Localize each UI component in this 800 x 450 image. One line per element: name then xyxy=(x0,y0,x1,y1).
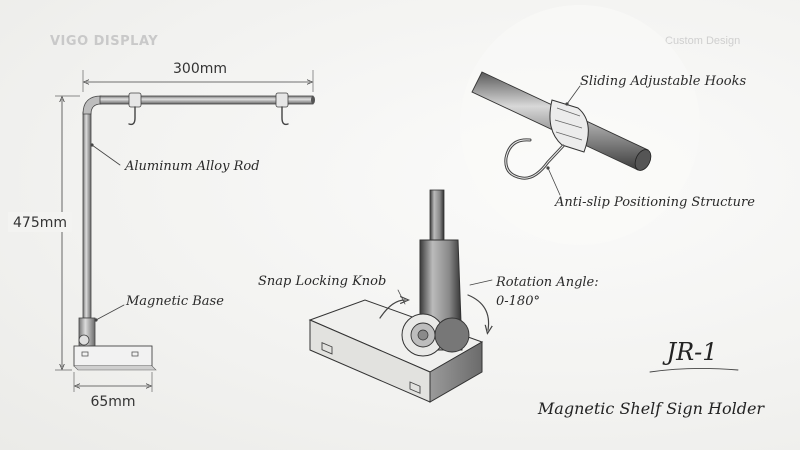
dimension-width: 300mm xyxy=(82,61,314,92)
callout-base: Magnetic Base xyxy=(94,294,224,322)
hinge xyxy=(434,317,470,353)
hooks-label: Sliding Adjustable Hooks xyxy=(580,74,746,89)
base-detail xyxy=(308,189,489,403)
rotation-value: 0-180° xyxy=(496,294,540,309)
width-label: 300mm xyxy=(173,61,227,77)
base-label: Magnetic Base xyxy=(125,294,224,309)
dimension-base: 65mm xyxy=(73,372,153,410)
callout-hooks: Sliding Adjustable Hooks xyxy=(565,74,746,106)
knob-small xyxy=(78,334,90,346)
rotation-arrow xyxy=(467,294,489,330)
knob-label: Snap Locking Knob xyxy=(258,274,386,289)
vertical-rod xyxy=(82,111,92,319)
rod-end-cap xyxy=(311,96,315,104)
hook-detail xyxy=(460,5,700,245)
model-underline xyxy=(649,367,739,373)
callout-knob: Snap Locking Knob xyxy=(258,274,406,305)
rotation-title: Rotation Angle: xyxy=(495,275,599,290)
rod-label: Aluminum Alloy Rod xyxy=(124,159,260,174)
tagline: Custom Design xyxy=(665,35,740,47)
dimension-height: 475mm xyxy=(8,95,80,371)
rod-detail xyxy=(429,189,445,249)
hook-right xyxy=(275,92,289,126)
height-label: 475mm xyxy=(13,215,67,231)
anti-slip-label: Anti-slip Positioning Structure xyxy=(554,195,755,210)
base-width-label: 65mm xyxy=(90,394,135,410)
callout-anti-slip: Anti-slip Positioning Structure xyxy=(546,166,755,210)
callout-rod: Aluminum Alloy Rod xyxy=(90,143,260,174)
rod-closeup-cap xyxy=(634,149,652,171)
sliding-clip xyxy=(549,99,589,153)
callout-rotation: Rotation Angle: 0-180° xyxy=(469,275,599,309)
hook-left xyxy=(128,92,142,126)
brand-logo: VIGO DISPLAY xyxy=(50,34,158,49)
base-side xyxy=(429,341,483,403)
rod-bend xyxy=(82,95,102,115)
product-name: Magnetic Shelf Sign Holder xyxy=(537,399,766,418)
holder-overview xyxy=(73,92,315,371)
model-number: JR-1 xyxy=(661,338,717,366)
